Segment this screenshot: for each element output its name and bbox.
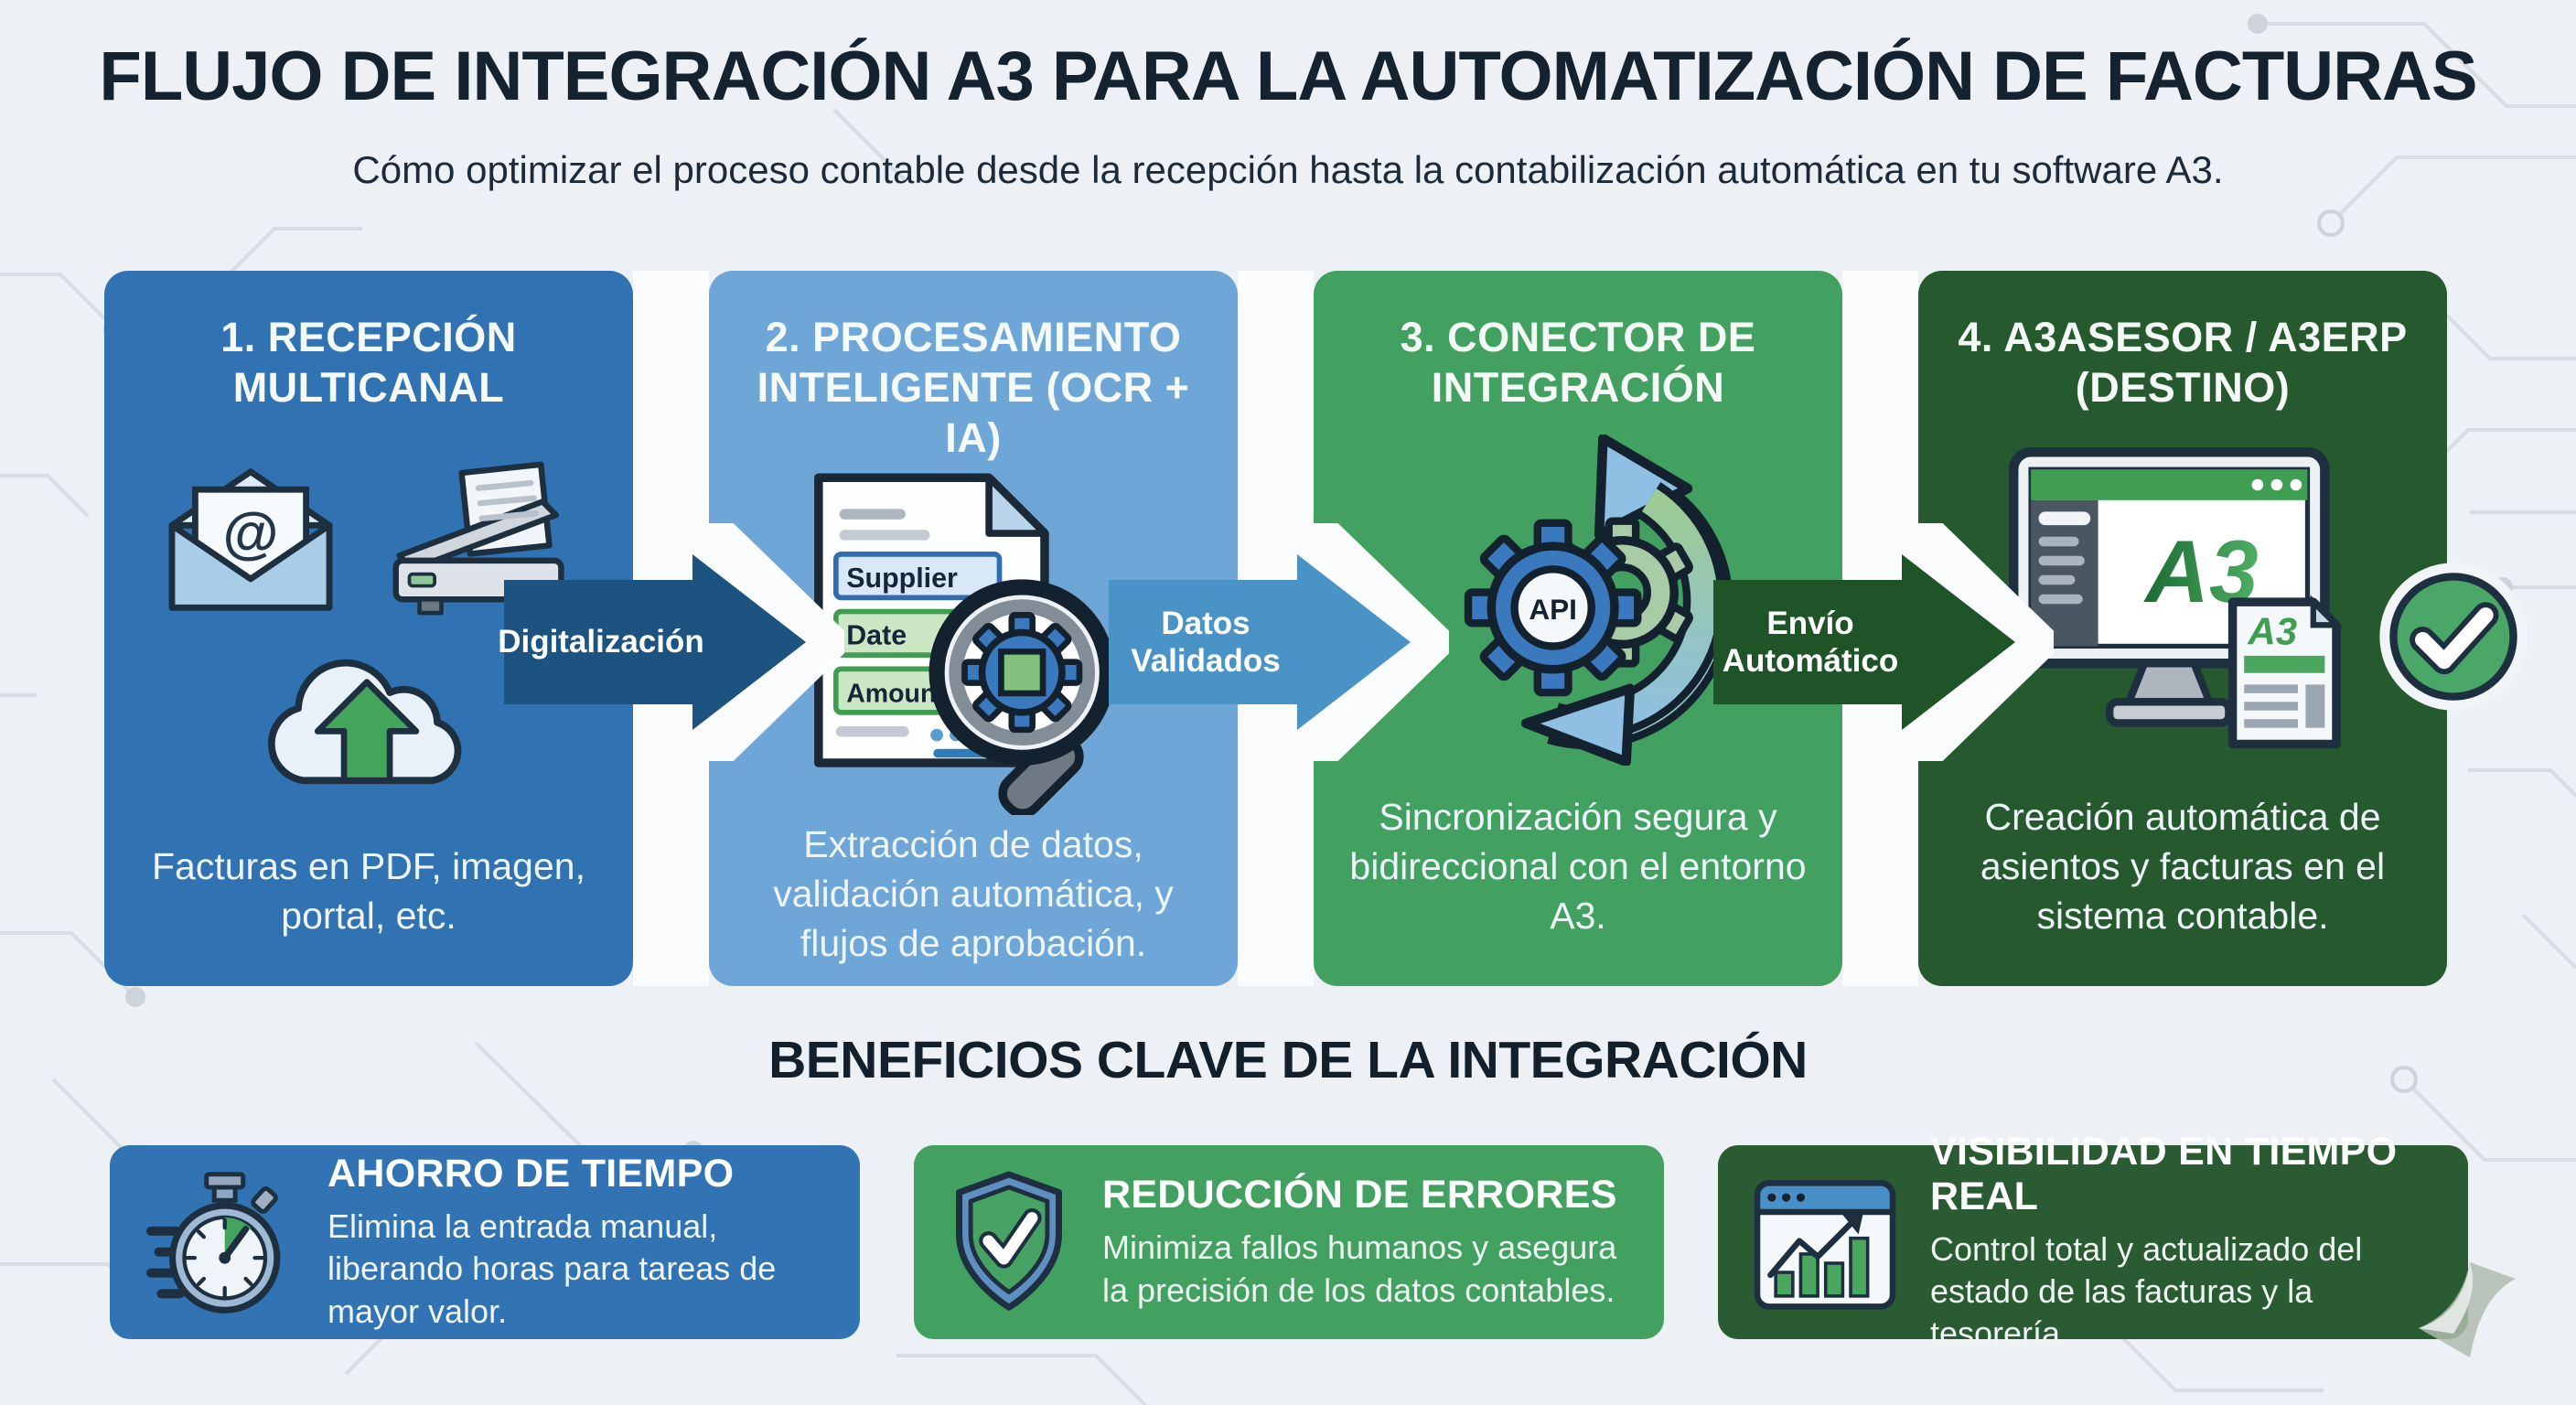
step-title: 2. PROCESAMIENTO INTELIGENTE (OCR + IA) [757,314,1190,461]
connector-label: Datos Validados [1131,605,1281,679]
benefit-title: AHORRO DE TIEMPO [327,1152,735,1196]
benefit-card-visibilidad-tiempo-real: VISIBILIDAD EN TIEMPO REAL Control total… [1718,1130,2468,1352]
svg-text:@: @ [222,500,278,564]
step-title: 1. RECEPCIÓN MULTICANAL [220,314,517,411]
step3-icons: API [1395,434,1761,770]
invoice-document-icon: Supplier Date Amount [790,464,1156,820]
benefit-text: REDUCCIÓN DE ERRORES Minimiza fallos hum… [1102,1173,1633,1311]
benefit-description: Elimina la entrada manual, liberando hor… [327,1207,777,1330]
step-card-conector-integracion: 3. CONECTOR DE INTEGRACIÓN [1314,271,1842,986]
step-title: 3. CONECTOR DE INTEGRACIÓN [1400,314,1756,411]
stopwatch-icon [141,1169,298,1315]
shield-check-icon [945,1168,1073,1316]
cloud-upload-icon [254,643,483,798]
page-title: FLUJO DE INTEGRACIÓN A3 PARA LA AUTOMATI… [99,38,2477,115]
step-description: Facturas en PDF, imagen, portal, etc. [152,844,585,937]
invoice-icon: A3 [2227,595,2344,749]
invoice-a3-logo: A3 [2247,610,2297,653]
email-at-icon: @ [161,457,340,623]
monitor-icon: A3 A3 [1991,440,2375,765]
connector-digitalizacion: Digitalización [497,523,844,761]
magnifier-gear-icon [928,579,1115,818]
svg-text:Date: Date [846,619,907,650]
step-description: Creación automática de asientos y factur… [1980,795,2386,937]
step4-icons: A3 A3 [1991,440,2375,765]
page-subtitle: Cómo optimizar el proceso contable desde… [352,148,2224,191]
connector-label: Envío Automático [1722,605,1899,679]
connector-envio-automatico: Envío Automático [1706,523,2054,761]
arrow-right-icon [504,523,844,761]
benefit-text: VISIBILIDAD EN TIEMPO REAL Control total… [1930,1130,2437,1355]
svg-text:Supplier: Supplier [846,563,958,594]
arrow-right-icon [1109,523,1449,761]
benefit-card-ahorro-tiempo: AHORRO DE TIEMPO Elimina la entrada manu… [110,1145,860,1339]
connector-datos-validados: Datos Validados [1101,523,1449,761]
chart-window-icon [1749,1170,1901,1314]
benefit-text: AHORRO DE TIEMPO Elimina la entrada manu… [327,1152,829,1332]
step-description: Sincronización segura y bidireccional co… [1349,795,1807,937]
api-gear-icon: API [1464,519,1642,697]
step-card-recepcion-multicanal: 1. RECEPCIÓN MULTICANAL @ [104,271,633,986]
sync-cycle-icon: API [1395,434,1761,770]
step-description: Extracción de datos, validación automáti… [773,822,1174,964]
check-circle-icon [2377,560,2530,713]
arrow-right-icon [1713,523,2054,761]
page-curl-decoration [2417,1260,2517,1366]
step-title: 4. A3ASESOR / A3ERP (DESTINO) [1958,314,2408,411]
svg-text:Amount: Amount [846,679,945,708]
benefit-description: Control total y actualizado del estado d… [1930,1229,2363,1353]
benefit-description: Minimiza fallos humanos y asegura la pre… [1102,1228,1617,1309]
step1-icons: @ [161,457,576,798]
connector-label: Digitalización [498,624,704,660]
benefits-section-title: BENEFICIOS CLAVE DE LA INTEGRACIÓN [768,1031,1808,1089]
benefit-card-reduccion-errores: REDUCCIÓN DE ERRORES Minimiza fallos hum… [914,1145,1664,1339]
benefit-title: VISIBILIDAD EN TIEMPO REAL [1930,1129,2398,1218]
svg-text:API: API [1529,593,1577,626]
benefit-title: REDUCCIÓN DE ERRORES [1102,1173,1617,1217]
step2-icons: Supplier Date Amount [790,464,1156,820]
scanner-icon [382,457,576,623]
